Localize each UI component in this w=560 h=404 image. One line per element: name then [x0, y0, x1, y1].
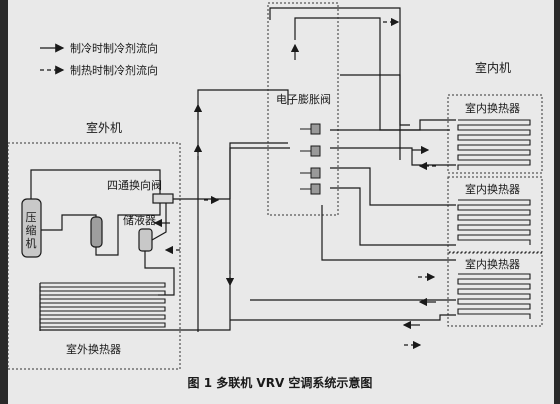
conn-1-gas	[330, 147, 456, 166]
eev-valve-icon	[310, 123, 321, 135]
indoor-hx-2: 室内换热器	[447, 176, 543, 253]
eev-valve-icon	[310, 183, 321, 195]
eev-label: 电子膨胀阀	[276, 92, 331, 106]
pipe-compressor-discharge	[30, 169, 161, 199]
outdoor-unit-title: 室外机	[86, 120, 122, 135]
pipe-compressor-suction	[41, 214, 97, 231]
indoor-hx-2-coil	[457, 199, 531, 245]
conn-3-liquid	[321, 205, 456, 261]
accumulator-body	[90, 216, 103, 248]
indoor-hx-3-boundary	[447, 252, 543, 327]
outdoor-hx-coil	[39, 282, 166, 331]
outdoor-hx-serpentine	[39, 282, 166, 331]
paper-background	[8, 0, 554, 404]
valve-group	[300, 123, 321, 195]
conn-2-liquid	[330, 167, 456, 206]
conn-return	[230, 314, 456, 321]
legend: 制冷时制冷剂流向 制热时制冷剂流向	[40, 41, 158, 77]
indoor-hx-1: 室内换热器	[447, 94, 543, 174]
receiver-body	[138, 228, 153, 252]
indoor-hx-2-label: 室内换热器	[465, 182, 520, 196]
four-way-valve-body	[152, 193, 174, 204]
conn-1-liquid	[330, 119, 456, 131]
four-way-valve: 四通换向阀	[107, 178, 174, 204]
conn-2-gas	[330, 187, 456, 246]
indoor-hx-1-label: 室内换热器	[465, 101, 520, 115]
outdoor-unit-boundary	[7, 142, 181, 370]
indoor-hx-1-boundary	[447, 94, 543, 174]
pipe-receiver-to-hx	[144, 251, 175, 296]
eev-valves	[300, 123, 321, 195]
indoor-connections	[230, 119, 456, 321]
indoor-unit-title: 室内机	[475, 60, 511, 75]
indoor-hx-3-label: 室内换热器	[465, 257, 520, 271]
compressor-label: 压缩机	[26, 211, 37, 250]
four-way-valve-label: 四通换向阀	[107, 178, 162, 192]
indoor-hx-3: 室内换热器	[447, 252, 543, 327]
compressor: 压缩机	[21, 198, 42, 258]
eev-valve-icon	[310, 167, 321, 179]
receiver-label: 储液器	[123, 213, 156, 227]
legend-cooling-text: 制冷时制冷剂流向	[70, 41, 158, 55]
indoor-hx-2-boundary	[447, 176, 543, 253]
flow-arrows	[153, 17, 436, 350]
indoor-hx-3-coil	[457, 273, 531, 319]
pipe-accumulator	[95, 203, 161, 256]
trunk-pipe-eev-out	[340, 74, 401, 160]
trunk-pipe-top	[269, 7, 410, 126]
outdoor-hx-label: 室外换热器	[66, 342, 121, 356]
pipe-four-way-to-receiver	[151, 203, 167, 241]
eev-valve-icon	[310, 145, 321, 157]
eev-boundary	[267, 2, 339, 216]
trunk-pipe-gas	[197, 89, 289, 332]
legend-heating-text: 制热时制冷剂流向	[70, 63, 158, 77]
figure-caption: 图 1 多联机 VRV 空调系统示意图	[188, 375, 373, 390]
indoor-hx-1-coil	[457, 119, 531, 170]
trunk-pipe-liquid	[165, 147, 290, 331]
